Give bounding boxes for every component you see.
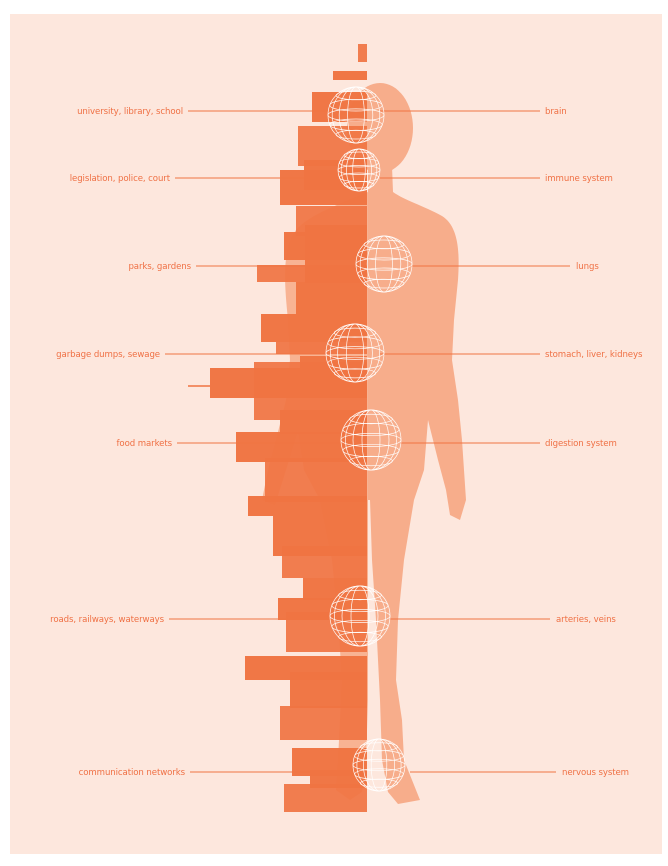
city-block: [358, 44, 367, 62]
city-block: [290, 672, 367, 708]
city-block: [248, 496, 367, 516]
label-city-function: food markets: [116, 439, 172, 449]
city-block: [333, 71, 367, 80]
label-city-function: roads, railways, waterways: [50, 615, 165, 625]
label-body-system: arteries, veins: [556, 615, 616, 625]
city-block: [276, 342, 367, 354]
label-body-system: stomach, liver, kidneys: [545, 350, 643, 360]
city-block: [265, 458, 367, 502]
label-body-system: nervous system: [562, 768, 629, 778]
label-city-function: garbage dumps, sewage: [56, 350, 160, 360]
city-block: [303, 578, 367, 600]
label-body-system: digestion system: [545, 439, 617, 449]
city-block: [280, 706, 367, 740]
label-city-function: university, library, school: [77, 107, 183, 117]
city-block: [296, 282, 367, 314]
label-body-system: immune system: [545, 174, 613, 184]
city-block: [282, 546, 367, 578]
label-city-function: parks, gardens: [128, 262, 191, 272]
city-block: [284, 784, 367, 812]
label-body-system: brain: [545, 107, 567, 117]
label-city-function: communication networks: [79, 768, 186, 778]
label-body-system: lungs: [576, 262, 599, 272]
city-block: [286, 612, 367, 652]
label-city-function: legislation, police, court: [70, 174, 171, 184]
city-block: [257, 265, 367, 282]
